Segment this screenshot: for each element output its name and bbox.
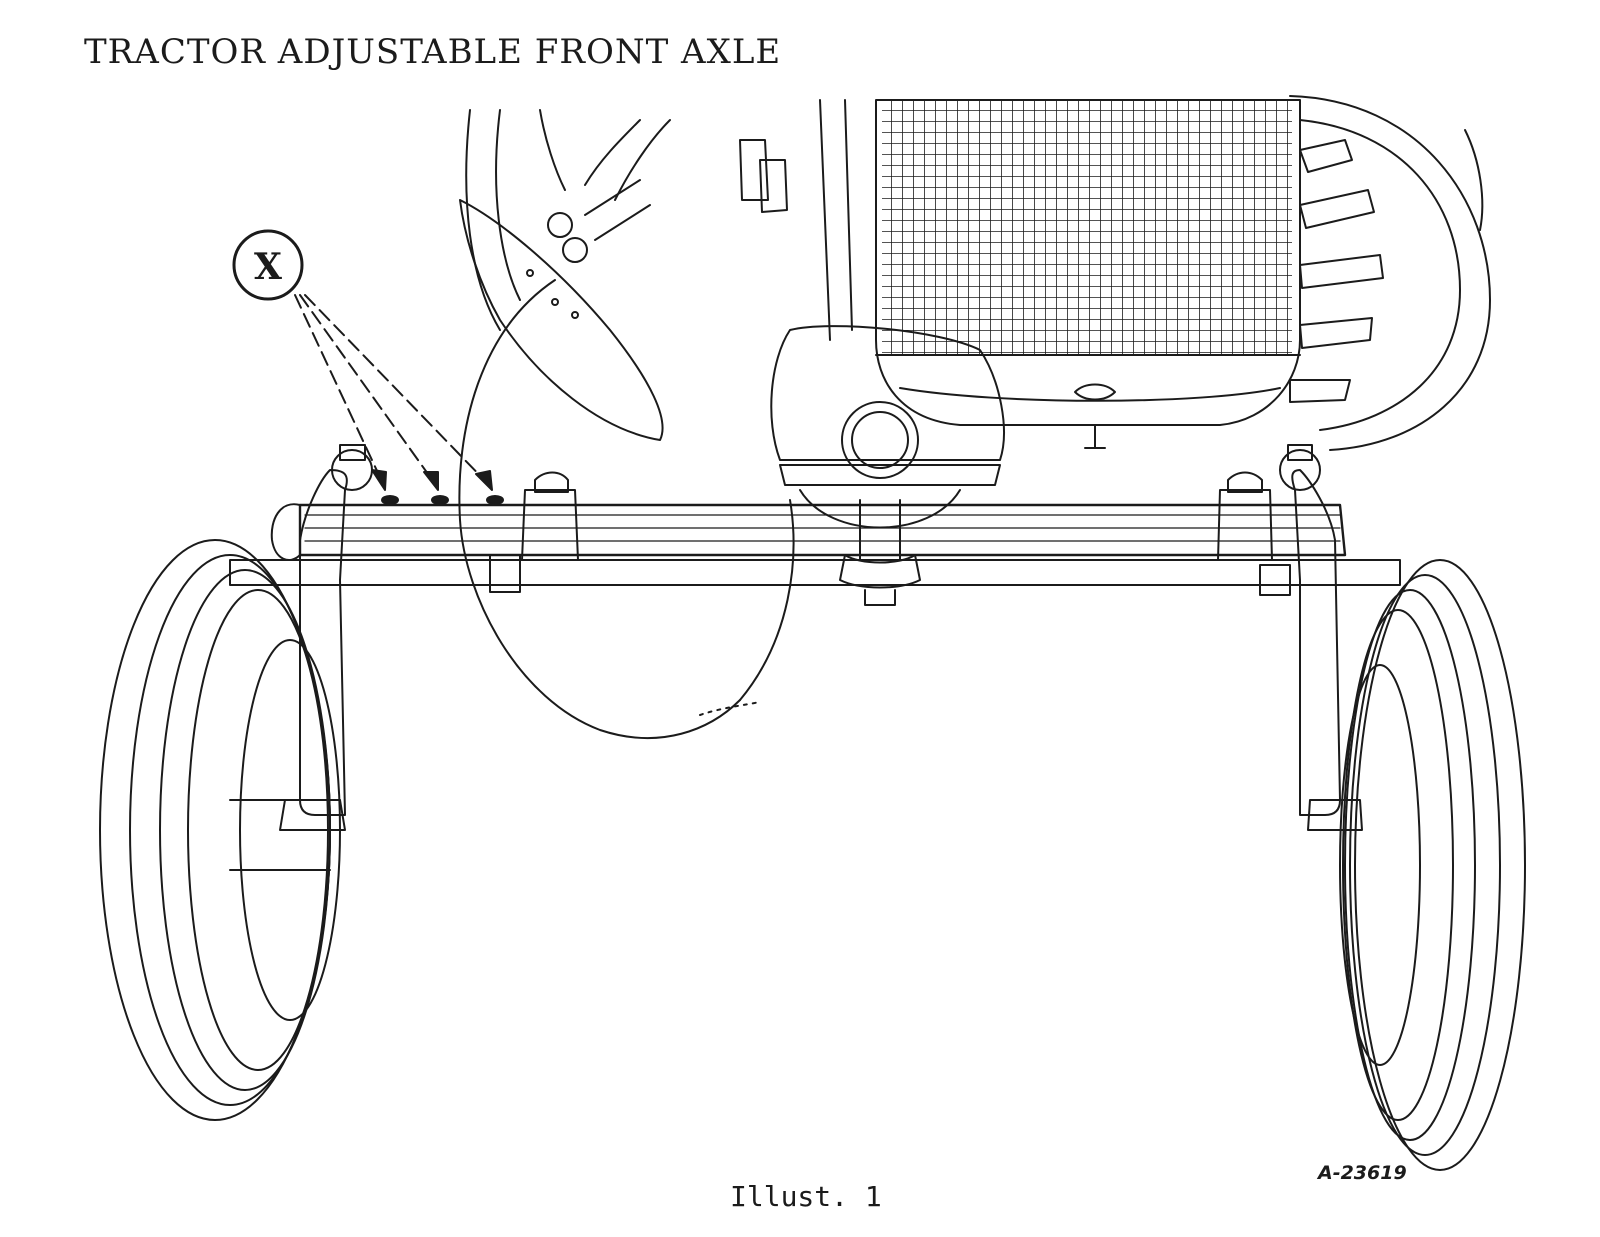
plow-disc: [458, 279, 795, 739]
leader-arrowheads: [371, 469, 493, 491]
page-title: TRACTOR ADJUSTABLE FRONT AXLE: [84, 32, 782, 72]
tie-rod: [229, 554, 1401, 596]
callout-letter: X: [254, 246, 282, 288]
figure-caption: Illust. 1: [730, 1180, 882, 1213]
radiator-grill: [875, 99, 1301, 449]
lube-fittings: [381, 495, 504, 505]
right-front-wheel: [1339, 559, 1526, 1171]
rear-tire: [1289, 95, 1491, 451]
plow-blade: [459, 199, 664, 441]
right-spindle: [1279, 444, 1363, 831]
callout-leaders: [294, 294, 493, 489]
left-front-wheel: [99, 539, 341, 1121]
reference-number: A-23619: [1318, 1162, 1407, 1184]
linkage-bracket: [547, 139, 788, 263]
callout-x: X: [232, 229, 304, 301]
left-rear-tire: [465, 109, 566, 331]
axle-bolster: [770, 325, 1005, 606]
